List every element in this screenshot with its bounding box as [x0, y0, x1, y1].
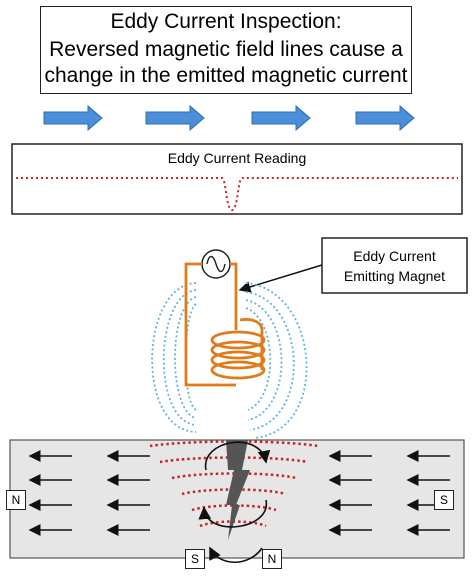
magnet-label-box: [321, 237, 468, 294]
reading-signal-line: [16, 177, 458, 212]
magnetic-field-lines: [151, 282, 308, 439]
magnet-label-line-2: Emitting Magnet: [343, 268, 446, 284]
pole-left: N: [6, 490, 26, 510]
sine-wave-glyph: [206, 255, 226, 273]
title-line-1: Eddy Current Inspection:: [110, 10, 342, 33]
pole-right: S: [434, 490, 454, 510]
title-line-2: Reversed magnetic field lines cause a: [49, 38, 403, 61]
magnet-pointer-arrow: [238, 264, 323, 293]
right-arrow-icon: [43, 104, 103, 132]
reversed-field-arrows: [198, 441, 271, 563]
reading-label: Eddy Current Reading: [167, 150, 307, 166]
magnet-label-line-1: Eddy Current: [353, 248, 436, 264]
right-arrow-icon: [145, 104, 205, 132]
specimen-field-arrows: [28, 450, 450, 536]
title-box: [40, 6, 412, 94]
pole-bottom-left: S: [185, 549, 205, 569]
right-arrow-icon: [251, 104, 311, 132]
crack-defect: [226, 440, 250, 540]
direction-arrows: [43, 104, 415, 132]
pole-bottom-right: N: [262, 549, 282, 569]
right-arrow-icon: [355, 104, 415, 132]
title-line-3: change in the emitted magnetic current: [44, 64, 408, 87]
magnet-coil: [184, 262, 266, 387]
